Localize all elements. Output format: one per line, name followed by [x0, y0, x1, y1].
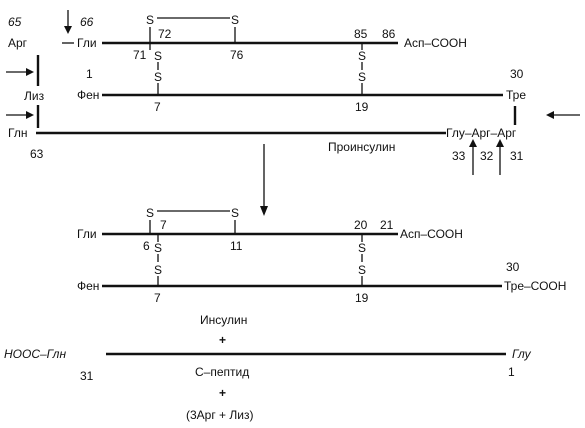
insulin-label-6: 6	[143, 239, 150, 253]
label-65: 65	[8, 15, 22, 29]
processing-arrowhead	[260, 206, 268, 216]
residue-gln-63: Глн	[8, 126, 27, 140]
label-b1: 1	[86, 67, 93, 81]
residue-arg-65: Арг	[8, 36, 28, 50]
insulin-label-7: 7	[160, 218, 167, 232]
insulin-a-start: Гли	[77, 227, 97, 241]
insulin-s-11: S	[231, 206, 239, 220]
cpeptide-label-31: 31	[80, 369, 94, 383]
proinsulin-b-end: Тре	[506, 88, 526, 102]
cleavage-arrowhead-left-1	[26, 68, 34, 76]
proinsulin-c-tail: Глу–Арг–Арг	[446, 126, 517, 140]
insulin-s-a7: S	[154, 241, 162, 255]
proinsulin-b-start: Фен	[77, 88, 99, 102]
insulin-b-start: Фен	[77, 279, 99, 293]
label-32: 32	[480, 149, 494, 163]
label-33: 33	[452, 149, 466, 163]
s-72-top: S	[146, 13, 154, 27]
plus-2: +	[219, 386, 226, 400]
cpeptide-label-1: 1	[508, 365, 515, 379]
label-63: 63	[30, 147, 44, 161]
label-85: 85	[354, 27, 368, 41]
insulin-label-11: 11	[230, 239, 243, 253]
label-31: 31	[510, 149, 524, 163]
s-a7: S	[154, 49, 162, 63]
cleavage-arrowhead-left-2	[26, 111, 34, 119]
cpeptide-start: НООС–Глн	[4, 347, 66, 361]
insulin-label-20: 20	[354, 218, 368, 232]
insulin-b-end: Тре–СООН	[504, 279, 566, 293]
proinsulin-a-end: Асп–СООН	[404, 36, 467, 50]
insulin-s-b7: S	[154, 263, 162, 277]
label-b30: 30	[510, 67, 524, 81]
s-76-top: S	[231, 13, 239, 27]
insulin-s-b19: S	[358, 263, 366, 277]
cleavage-arrowhead-32	[496, 139, 504, 147]
label-b7: 7	[154, 100, 161, 114]
cleavage-arrowhead-66	[64, 26, 72, 34]
s-a20: S	[358, 49, 366, 63]
label-72: 72	[158, 27, 172, 41]
insulin-a-end: Асп–СООН	[400, 227, 463, 241]
insulin-label-21: 21	[380, 218, 394, 232]
proinsulin-a-start: Гли	[77, 36, 97, 50]
insulin-label-b7: 7	[154, 291, 161, 305]
label-71: 71	[133, 48, 147, 62]
insulin-title: Инсулин	[200, 313, 247, 327]
insulin-s-a20: S	[358, 241, 366, 255]
cpeptide-title: С–пептид	[195, 365, 249, 379]
proinsulin-title: Проинсулин	[328, 140, 395, 154]
insulin-s-6: S	[146, 206, 154, 220]
cleavage-arrowhead-33	[469, 139, 477, 147]
byproducts: (3Арг + Лиз)	[186, 408, 253, 422]
cpeptide-end: Глу	[512, 347, 532, 361]
label-b19: 19	[355, 100, 369, 114]
residue-lys: Лиз	[24, 89, 45, 103]
insulin-label-30: 30	[506, 260, 520, 274]
plus-1: +	[219, 333, 226, 347]
insulin-label-b19: 19	[355, 291, 369, 305]
s-b19: S	[358, 70, 366, 84]
label-76: 76	[230, 48, 244, 62]
s-b7: S	[154, 70, 162, 84]
cleavage-arrowhead-right	[546, 111, 554, 119]
label-66: 66	[80, 15, 94, 29]
label-86: 86	[382, 27, 396, 41]
